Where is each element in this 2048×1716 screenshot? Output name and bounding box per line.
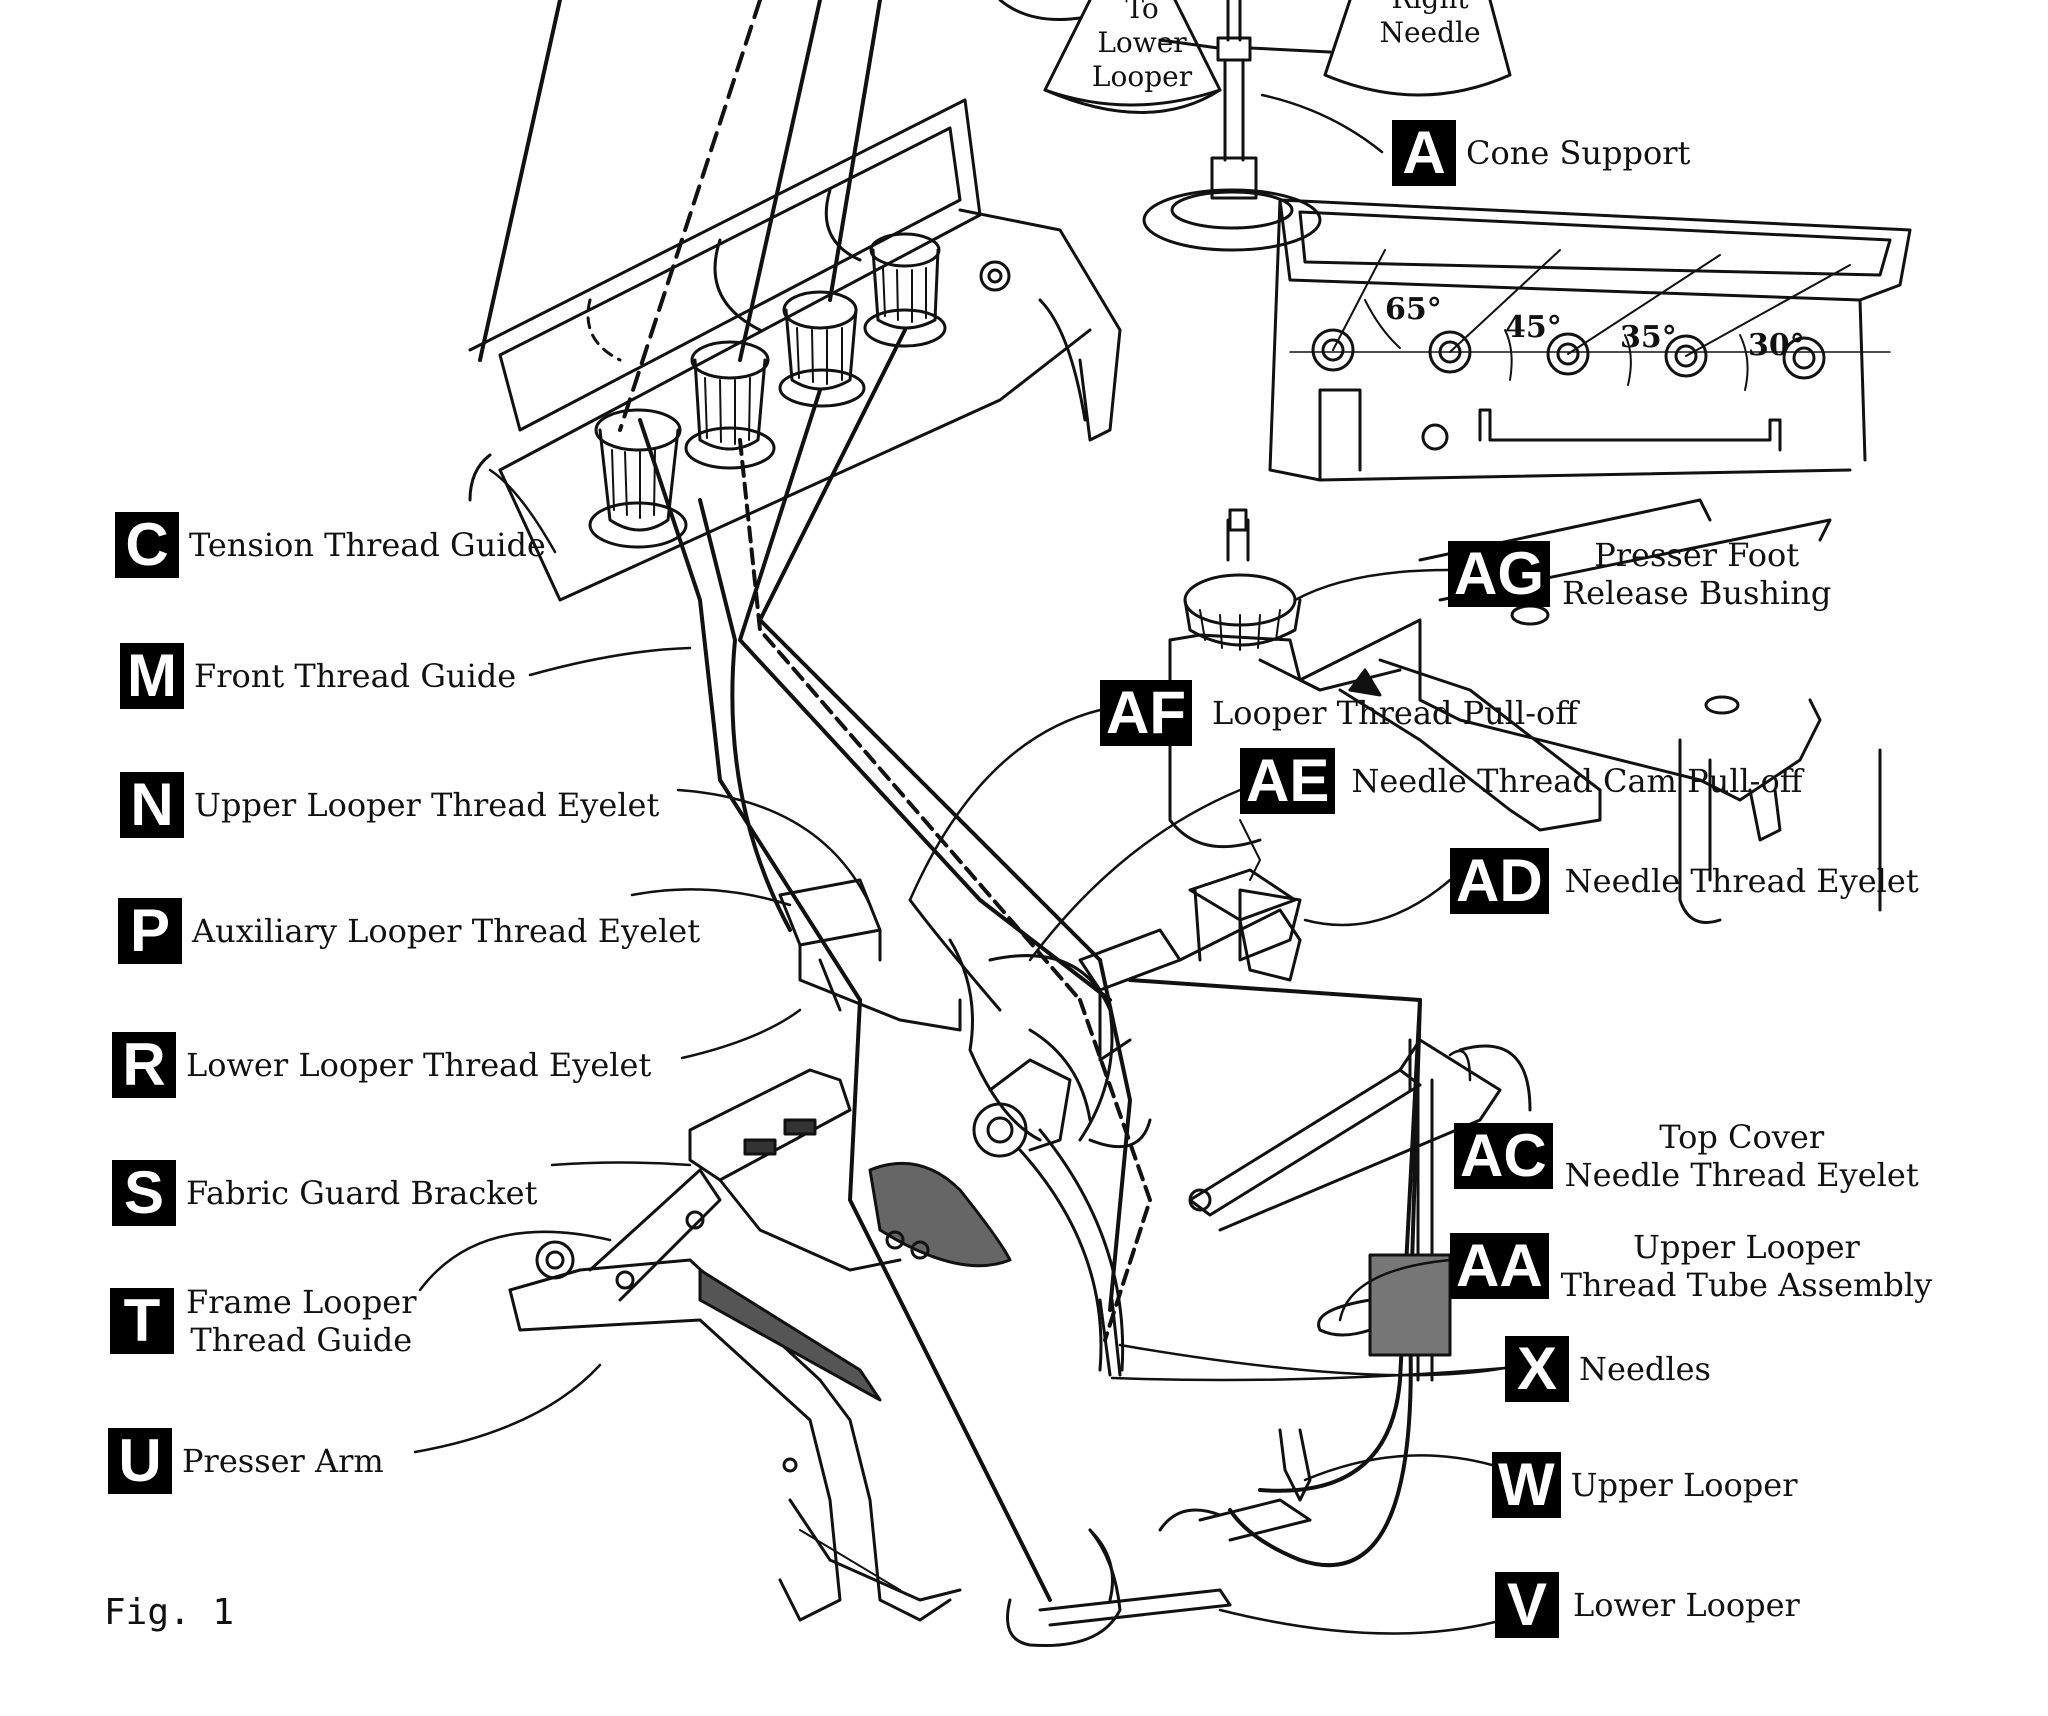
fabric-guard xyxy=(688,1068,1012,1272)
callout-text: Cone Support xyxy=(1466,134,1691,172)
cone-text-line: Looper xyxy=(1091,60,1193,93)
needle-eyelet-bracket xyxy=(1188,868,1302,982)
cone-support-post xyxy=(1142,0,1332,252)
callout-r: R Lower Looper Thread Eyelet xyxy=(112,1032,651,1098)
callout-text: Presser Foot xyxy=(1594,536,1800,574)
callout-text: Tension Thread Guide xyxy=(189,526,546,564)
cone-lower-looper-text: To Lower Looper xyxy=(1082,0,1202,94)
callout-code: AG xyxy=(1448,541,1550,607)
callout-m: M Front Thread Guide xyxy=(120,643,516,709)
callout-code: S xyxy=(112,1160,176,1226)
callout-s: S Fabric Guard Bracket xyxy=(112,1160,537,1226)
cone-text-line: Needle xyxy=(1379,16,1481,49)
cone-text-line: To xyxy=(1125,0,1159,25)
callout-ae: AE Needle Thread Cam Pull-off xyxy=(1240,748,1802,814)
callout-code: X xyxy=(1505,1336,1569,1402)
callout-text: Looper Thread Pull-off xyxy=(1211,694,1578,732)
figure-caption: Fig. 1 xyxy=(104,1592,235,1633)
pull-off-housing xyxy=(1168,498,1882,924)
cone-text-line: Lower xyxy=(1097,26,1187,59)
callout-text: Lower Looper Thread Eyelet xyxy=(186,1046,652,1084)
callout-code: AD xyxy=(1450,848,1549,914)
callout-text: Thread Tube Assembly xyxy=(1560,1266,1933,1304)
callout-text-block: Top Cover Needle Thread Eyelet xyxy=(1565,1118,1919,1194)
cone-right-needle-text: Right Needle xyxy=(1370,0,1490,50)
callout-text: Needle Thread Eyelet xyxy=(1564,862,1919,900)
callout-v: V Lower Looper xyxy=(1495,1572,1800,1638)
callout-text: Lower Looper xyxy=(1573,1586,1800,1624)
thread-tube-block xyxy=(1317,1253,1452,1357)
callout-code: T xyxy=(110,1288,174,1354)
central-arm xyxy=(972,1058,1152,1372)
callout-text: Front Thread Guide xyxy=(194,657,517,695)
eyelet-assembly xyxy=(778,878,1302,1142)
callout-code: W xyxy=(1492,1452,1561,1518)
callout-aa: AA Upper Looper Thread Tube Assembly xyxy=(1450,1228,1932,1304)
callout-code: N xyxy=(120,772,184,838)
callout-ad: AD Needle Thread Eyelet xyxy=(1450,848,1919,914)
callout-text-block: Presser Foot Release Bushing xyxy=(1562,536,1831,612)
thread-cones xyxy=(998,0,1512,114)
callout-text: Upper Looper Thread Eyelet xyxy=(194,786,660,824)
callout-text: Upper Looper xyxy=(1570,1466,1798,1504)
callout-code: AA xyxy=(1450,1233,1549,1299)
callout-code: P xyxy=(118,898,182,964)
angle-label-30: 30° xyxy=(1748,328,1805,363)
tension-assembly xyxy=(468,98,1122,602)
callout-code: U xyxy=(108,1428,172,1494)
callout-code: V xyxy=(1495,1572,1559,1638)
callout-text: Auxiliary Looper Thread Eyelet xyxy=(192,912,701,950)
callout-text: Release Bushing xyxy=(1562,574,1832,612)
angle-label-45: 45° xyxy=(1505,310,1562,345)
callout-code: AC xyxy=(1454,1123,1553,1189)
leader-lines xyxy=(413,93,1507,1635)
callout-n: N Upper Looper Thread Eyelet xyxy=(120,772,659,838)
callout-p: P Auxiliary Looper Thread Eyelet xyxy=(118,898,700,964)
callout-af: AF Looper Thread Pull-off xyxy=(1100,680,1578,746)
callout-code: AF xyxy=(1100,680,1192,746)
callout-code: M xyxy=(120,643,184,709)
callout-x: X Needles xyxy=(1505,1336,1711,1402)
callout-text-block: Frame Looper Thread Guide xyxy=(186,1283,417,1359)
callout-c: C Tension Thread Guide xyxy=(115,512,546,578)
angle-dials xyxy=(1311,328,1826,380)
needle-pair xyxy=(1098,1298,1122,1377)
callout-text: Needle Thread Eyelet xyxy=(1564,1156,1919,1194)
callout-code: AE xyxy=(1240,748,1336,814)
callout-text: Upper Looper xyxy=(1633,1228,1860,1266)
presser-arm xyxy=(508,1168,962,1622)
callout-text-block: Upper Looper Thread Tube Assembly xyxy=(1561,1228,1933,1304)
callout-text: Fabric Guard Bracket xyxy=(186,1174,538,1212)
angle-label-35: 35° xyxy=(1620,320,1677,355)
callout-text: Needle Thread Cam Pull-off xyxy=(1351,762,1803,800)
angle-label-65: 65° xyxy=(1385,292,1442,327)
callout-w: W Upper Looper xyxy=(1492,1452,1797,1518)
callout-u: U Presser Arm xyxy=(108,1428,384,1494)
angle-inset-plate xyxy=(1268,198,1912,482)
callout-text: Thread Guide xyxy=(190,1321,413,1359)
tension-dials xyxy=(588,232,947,549)
top-cover-bracket xyxy=(1188,1038,1532,1382)
callout-a: A Cone Support xyxy=(1392,120,1690,186)
callout-code: A xyxy=(1392,120,1456,186)
callout-code: R xyxy=(112,1032,176,1098)
cone-text-line: Right xyxy=(1370,0,1490,16)
callout-text: Needles xyxy=(1579,1350,1711,1388)
presser-foot-bushing xyxy=(1183,508,1302,651)
callout-code: C xyxy=(115,512,179,578)
threads xyxy=(468,0,1422,1602)
lower-looper-part xyxy=(1006,1528,1232,1648)
callout-ac: AC Top Cover Needle Thread Eyelet xyxy=(1454,1118,1919,1194)
callout-t: T Frame Looper Thread Guide xyxy=(110,1283,417,1359)
upper-looper-part xyxy=(1158,1428,1312,1542)
callout-text: Presser Arm xyxy=(182,1442,384,1480)
callout-text: Frame Looper xyxy=(186,1283,417,1321)
plate-loops xyxy=(586,188,862,362)
callout-text: Top Cover xyxy=(1659,1118,1825,1156)
callout-ag: AG Presser Foot Release Bushing xyxy=(1448,536,1831,612)
